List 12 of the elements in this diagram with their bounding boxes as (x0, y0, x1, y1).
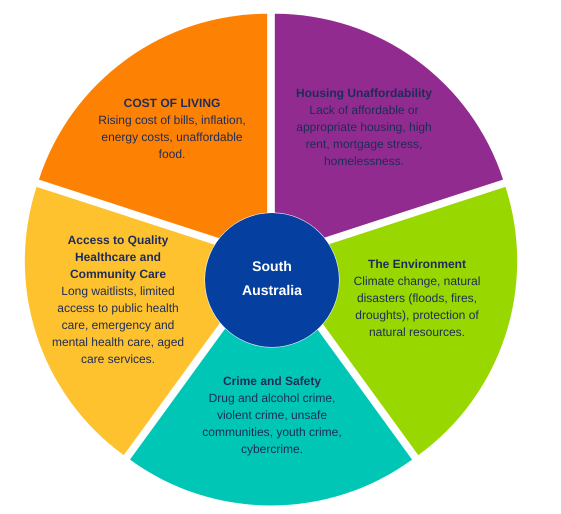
segment-title: COST OF LIVING (122, 95, 222, 112)
segment-description: Drug and alcohol crime, violent crime, unsafe communities, youth crime, cybercrime. (201, 390, 343, 458)
segment-description: Long waitlists, limited access to public health care, emergency and mental health care, aged care services. (50, 283, 186, 368)
center-label: South Australia (241, 257, 303, 300)
segment-description: Lack of affordable or appropriate housing, high rent, mortgage stress, homelessness. (295, 102, 433, 170)
segment-title: Access to Quality Healthcare and Community Care (66, 232, 170, 283)
segment-description: Climate change, natural disasters (floods, fires, droughts), protection of natural resources. (352, 273, 482, 341)
pie-segment (274, 13, 504, 238)
segment-title: The Environment (366, 256, 467, 273)
segment-description: Rising cost of bills, inflation, energy costs, unaffordable food. (97, 112, 247, 163)
segment-title: Housing Unaffordability (295, 85, 433, 102)
segment-title: Crime and Safety (222, 373, 322, 390)
